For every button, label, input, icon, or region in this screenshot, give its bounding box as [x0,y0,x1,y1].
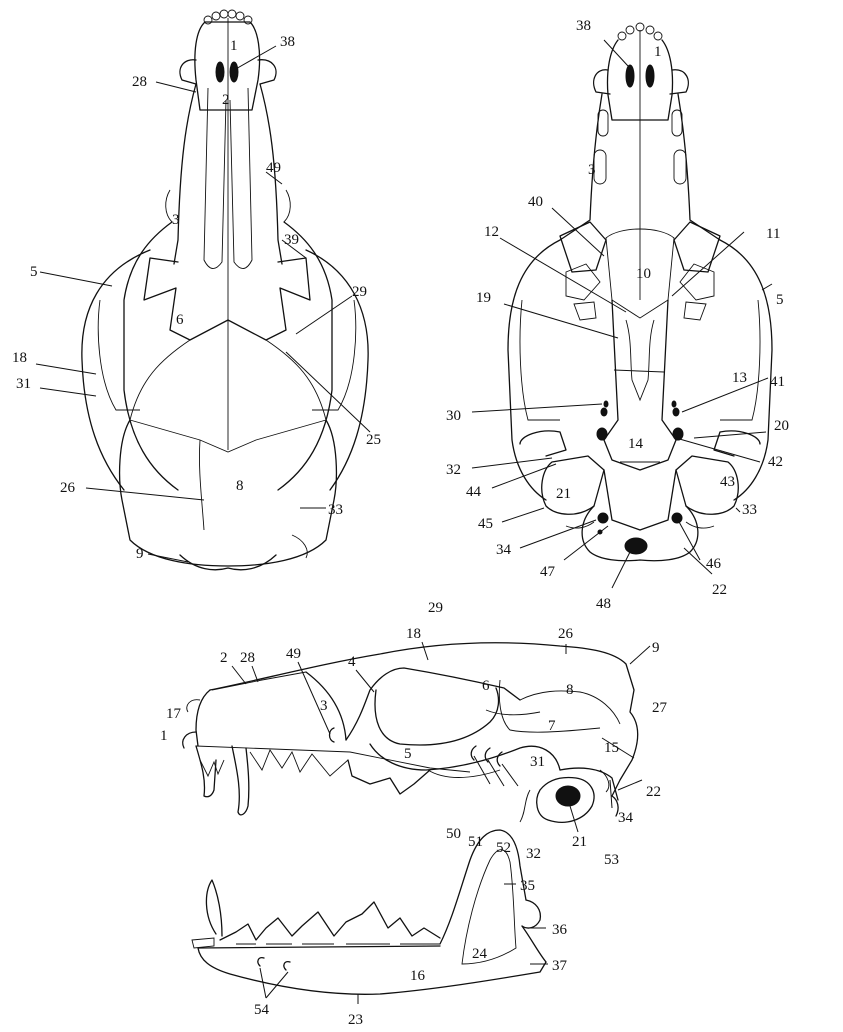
lateral-label-53: 53 [604,852,619,868]
lateral-label-15: 15 [604,740,619,756]
lateral-label-8: 8 [566,682,574,698]
mandible-view [192,830,546,994]
dorsal-label-3: 3 [172,212,180,228]
ventral-label-19: 19 [476,290,491,306]
lateral-label-34: 34 [618,810,634,826]
lateral-label-52: 52 [496,840,511,856]
mandible-label-54: 54 [254,1002,270,1018]
lateral-label-49: 49 [286,646,301,662]
lateral-label-2: 2 [220,650,228,666]
lateral-orbit [375,688,498,745]
mandible-label-36: 36 [552,922,568,938]
ventral-label-41: 41 [770,374,785,390]
lateral-label-28: 28 [240,650,255,666]
lateral-label-1: 1 [160,728,168,744]
lateral-label-6: 6 [482,678,490,694]
dorsal-label-28: 28 [132,74,147,90]
dorsal-label-29: 29 [352,284,367,300]
lateral-label-3: 3 [320,698,328,714]
dorsal-label-5: 5 [30,264,38,280]
ventral-label-32: 32 [446,462,461,478]
ventral-label-44: 44 [466,484,482,500]
ventral-label-22: 22 [712,582,727,598]
ventral-label-40: 40 [528,194,543,210]
ventral-label-34: 34 [496,542,512,558]
dorsal-nostril-left [216,62,224,82]
dorsal-label-18: 18 [12,350,27,366]
lateral-label-5: 5 [404,746,412,762]
ventral-label-11: 11 [766,226,780,242]
lateral-label-50: 50 [446,826,461,842]
ventral-label-13: 13 [732,370,747,386]
dorsal-label-6: 6 [176,312,184,328]
lateral-skull-outline [210,643,638,796]
dorsal-label-31: 31 [16,376,31,392]
lateral-label-17: 17 [166,706,182,722]
mandible-label-23: 23 [348,1012,363,1028]
ventral-label-14: 14 [628,436,644,452]
labels: 1 2 3 5 6 8 9 18 25 26 28 29 31 33 38 39… [12,18,789,1028]
ventral-label-46: 46 [706,556,722,572]
dorsal-nostril-right [230,62,238,82]
ventral-label-30: 30 [446,408,461,424]
ventral-foramen-magnum [625,538,647,554]
lateral-label-51: 51 [468,834,483,850]
dorsal-label-33: 33 [328,502,343,518]
ventral-label-5: 5 [776,292,784,308]
lateral-auditory-meatus [556,786,580,806]
dorsal-label-1: 1 [230,38,238,54]
dorsal-label-2: 2 [222,92,230,108]
lateral-label-7: 7 [548,718,556,734]
ventral-label-3: 3 [588,162,596,178]
ventral-bulla-left [542,456,604,514]
mandible-coronoid [440,830,526,944]
ventral-label-38: 38 [576,18,591,34]
lateral-label-4: 4 [348,654,356,670]
ventral-label-21: 21 [556,486,571,502]
dorsal-label-25: 25 [366,432,381,448]
ventral-label-42: 42 [768,454,783,470]
ventral-label-43: 43 [720,474,735,490]
lateral-label-21: 21 [572,834,587,850]
mandible-label-24: 24 [472,946,488,962]
mandible-label-35: 35 [520,878,535,894]
ventral-label-33: 33 [742,502,757,518]
lateral-label-27: 27 [652,700,668,716]
ventral-label-12: 12 [484,224,499,240]
dorsal-zygomatic-left [82,250,150,490]
mandible-label-16: 16 [410,968,426,984]
ventral-label-10: 10 [636,266,651,282]
dorsal-label-39: 39 [284,232,299,248]
lateral-label-31: 31 [530,754,545,770]
lateral-label-26: 26 [558,626,574,642]
dorsal-label-38: 38 [280,34,295,50]
ventral-label-48: 48 [596,596,611,612]
lateral-label-22: 22 [646,784,661,800]
ventral-label-45: 45 [478,516,493,532]
dorsal-label-8: 8 [236,478,244,494]
ventral-label-1: 1 [654,44,662,60]
lateral-label-18: 18 [406,626,421,642]
lateral-label-9: 9 [652,640,660,656]
dorsal-label-26: 26 [60,480,76,496]
lateral-label-29: 29 [428,600,443,616]
lateral-view [183,643,638,823]
dorsal-label-49: 49 [266,160,281,176]
lateral-label-32: 32 [526,846,541,862]
ventral-label-20: 20 [774,418,789,434]
dorsal-label-9: 9 [136,546,144,562]
ventral-label-47: 47 [540,564,556,580]
mandible-label-37: 37 [552,958,568,974]
mandible-body [198,948,546,994]
